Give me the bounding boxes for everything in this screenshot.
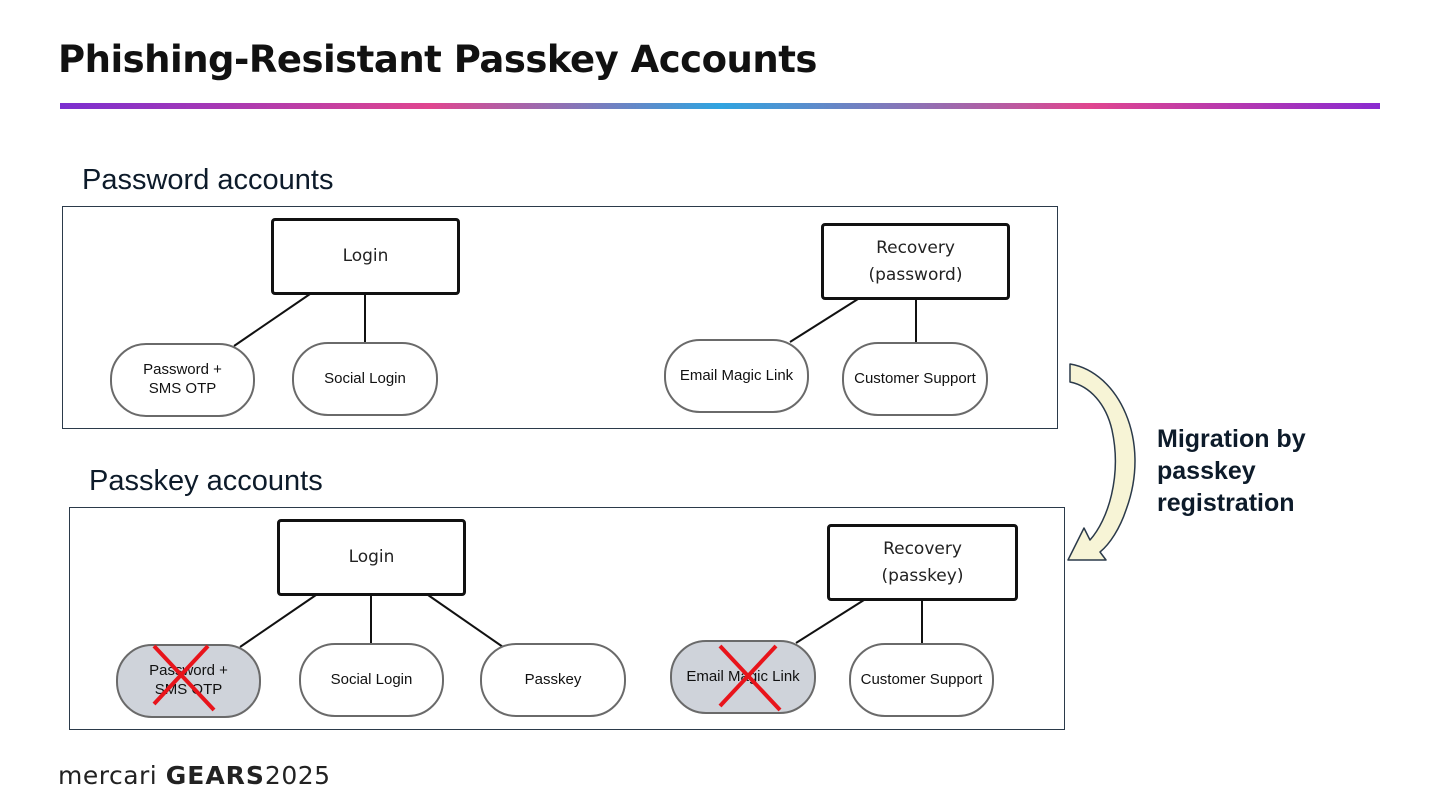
recovery-label: Recovery [883, 539, 962, 560]
connector-line [233, 293, 311, 347]
event-name: GEARS [165, 761, 265, 790]
password-accounts-heading: Password accounts [82, 164, 334, 196]
footer-logo: mercari GEARS2025 [58, 761, 331, 790]
customer-support-node: Customer Support [849, 643, 994, 717]
passkey-node: Passkey [480, 643, 626, 717]
recovery-label: Recovery [876, 238, 955, 259]
curved-down-arrow-icon [1067, 363, 1136, 561]
connector-line [427, 594, 504, 648]
customer-support-node: Customer Support [842, 342, 988, 416]
password-sms-otp-node: Password + SMS OTP [110, 343, 255, 417]
title-gradient-rule [60, 103, 1380, 109]
cross-out-icon [152, 644, 216, 712]
slide-title: Phishing-Resistant Passkey Accounts [58, 38, 817, 81]
event-year: 2025 [264, 761, 331, 790]
social-login-node: Social Login [292, 342, 438, 416]
passkey-accounts-heading: Passkey accounts [89, 465, 323, 497]
recovery-type-label: (password) [868, 264, 963, 285]
email-magic-link-node: Email Magic Link [664, 339, 809, 413]
brand-name: mercari [58, 761, 158, 790]
migration-label: Migration by passkey registration [1157, 425, 1306, 517]
recovery-type-label: (passkey) [881, 565, 964, 586]
recovery-node: Recovery (passkey) [827, 524, 1018, 601]
recovery-node: Recovery (password) [821, 223, 1010, 300]
social-login-node: Social Login [299, 643, 444, 717]
login-node: Login [271, 218, 460, 295]
login-label: Login [342, 246, 389, 267]
connector-line [795, 599, 865, 644]
email-magic-link-node-removed: Email Magic Link [670, 640, 816, 714]
cross-out-icon [718, 644, 782, 712]
login-node: Login [277, 519, 466, 596]
login-label: Login [348, 547, 395, 568]
connector-line [789, 298, 859, 343]
connector-line [239, 594, 317, 648]
